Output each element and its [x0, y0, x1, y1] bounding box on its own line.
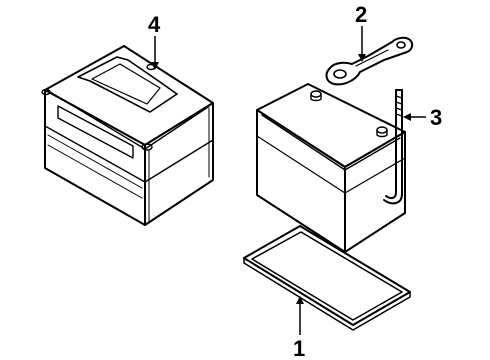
callout-part-4: 4	[148, 12, 161, 37]
battery-tray	[243, 225, 411, 331]
hold-down-bracket	[325, 36, 414, 86]
callout-part-2: 2	[355, 2, 367, 27]
leader-lines	[154, 26, 426, 335]
hold-down-rod	[383, 89, 403, 205]
arrowhead-2	[358, 54, 366, 62]
arrowhead-4	[151, 62, 159, 70]
arrowhead-1	[296, 296, 304, 304]
callout-part-3: 3	[430, 105, 442, 130]
callout-part-1: 1	[293, 336, 305, 360]
battery-left	[41, 45, 214, 226]
arrowhead-3	[403, 113, 411, 121]
battery-main	[256, 83, 406, 253]
leader-arrowheads	[151, 54, 411, 304]
